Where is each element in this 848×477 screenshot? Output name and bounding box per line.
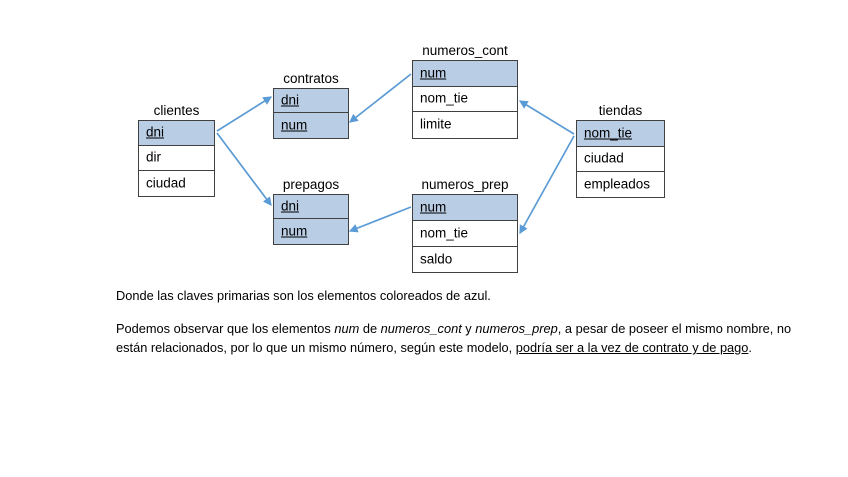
entity-box-tiendas: nom_tie ciudad empleados	[576, 120, 665, 198]
entity-contratos[interactable]: contratos dni num	[273, 71, 349, 139]
attribute-row[interactable]: num	[413, 61, 517, 87]
entity-title-tiendas: tiendas	[598, 103, 643, 118]
attribute-label: limite	[420, 116, 452, 132]
arrow-tiendas-to-numeros-cont	[518, 100, 575, 135]
entity-box-numeros-cont: num nom_tie limite	[412, 60, 518, 139]
text-segment: Podemos observar que los elementos	[116, 320, 335, 336]
explanatory-text: Donde las claves primarias son los eleme…	[116, 286, 796, 358]
attribute-label: dni	[281, 92, 300, 108]
arrow-numeros-prep-to-prepagos	[348, 206, 412, 233]
attribute-row[interactable]: saldo	[413, 247, 517, 272]
attribute-label: ciudad	[584, 150, 624, 166]
paragraph-num-note: Podemos observar que los elementos num d…	[116, 319, 796, 358]
entity-numeros-cont[interactable]: numeros_cont num nom_tie limite	[412, 43, 518, 139]
attribute-label: dni	[146, 124, 165, 140]
text-segment: .	[748, 340, 752, 355]
attribute-label: ciudad	[146, 175, 186, 191]
entity-box-prepagos: dni num	[273, 194, 349, 245]
entity-title-numeros-prep: numeros_prep	[421, 177, 509, 192]
attribute-label: num	[420, 199, 447, 215]
paragraph-primary-keys: Donde las claves primarias son los eleme…	[116, 288, 491, 303]
attribute-row[interactable]: nom_tie	[413, 221, 517, 247]
entity-box-contratos: dni num	[273, 88, 349, 139]
text-segment-underline: podría ser a la vez de contrato y de pag…	[515, 340, 749, 355]
text-segment-italic: numeros_prep	[475, 320, 558, 336]
entity-title-numeros-cont: numeros_cont	[422, 43, 508, 58]
attribute-row[interactable]: ciudad	[139, 171, 214, 196]
attribute-row[interactable]: nom_tie	[413, 87, 517, 112]
attribute-row[interactable]: num	[274, 219, 348, 244]
entity-tiendas[interactable]: tiendas nom_tie ciudad empleados	[576, 103, 665, 198]
attribute-label: empleados	[584, 176, 651, 192]
entity-clientes[interactable]: clientes dni dir ciudad	[138, 103, 215, 197]
entity-box-numeros-prep: num nom_tie saldo	[412, 194, 518, 273]
arrow-numeros-cont-to-contratos	[349, 73, 412, 123]
text-segment: y	[461, 320, 476, 336]
attribute-row[interactable]: num	[413, 195, 517, 221]
entity-box-clientes: dni dir ciudad	[138, 120, 215, 197]
attribute-label: num	[281, 223, 308, 239]
attribute-row[interactable]: dni	[274, 89, 348, 113]
text-segment: , a pesar de poseer el mismo nombre, no …	[116, 320, 792, 356]
entity-prepagos[interactable]: prepagos dni num	[273, 177, 349, 245]
attribute-row[interactable]: empleados	[577, 172, 664, 197]
text-segment-italic: num	[334, 320, 360, 336]
attribute-label: dir	[146, 149, 162, 165]
entity-title-contratos: contratos	[283, 71, 339, 86]
attribute-row[interactable]: limite	[413, 112, 517, 138]
entity-numeros-prep[interactable]: numeros_prep num nom_tie saldo	[412, 177, 518, 273]
attribute-row[interactable]: nom_tie	[577, 121, 664, 147]
attribute-label: nom_tie	[584, 125, 633, 141]
arrow-tiendas-to-numeros-prep	[519, 135, 575, 235]
attribute-label: num	[420, 65, 447, 81]
attribute-row[interactable]: dir	[139, 146, 214, 171]
attribute-row[interactable]: dni	[274, 195, 348, 219]
entity-title-prepagos: prepagos	[282, 177, 340, 192]
attribute-row[interactable]: dni	[139, 121, 214, 146]
attribute-label: saldo	[420, 251, 453, 267]
text-segment-italic: numeros_cont	[380, 320, 462, 336]
attribute-row[interactable]: ciudad	[577, 147, 664, 172]
text-segment: de	[359, 320, 381, 336]
attribute-row[interactable]: num	[274, 113, 348, 138]
attribute-label: num	[281, 117, 308, 133]
arrow-clientes-to-prepagos	[216, 132, 272, 206]
attribute-label: dni	[281, 198, 300, 214]
entity-title-clientes: clientes	[153, 103, 200, 118]
attribute-label: nom_tie	[420, 90, 469, 106]
arrow-clientes-to-contratos	[216, 96, 273, 132]
attribute-label: nom_tie	[420, 225, 469, 241]
